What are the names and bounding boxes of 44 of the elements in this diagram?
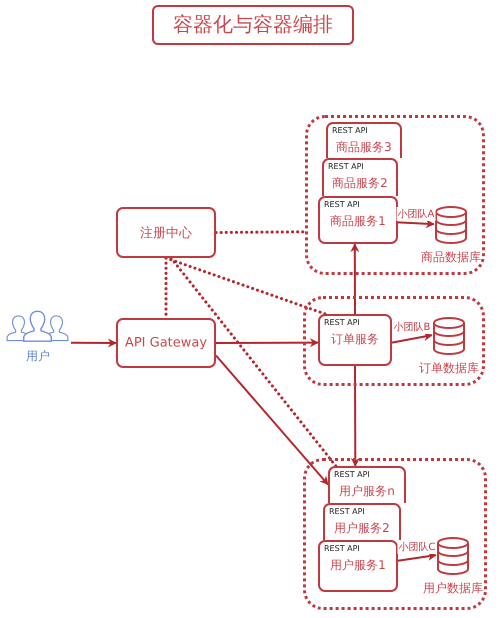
api-label: REST API xyxy=(324,544,360,553)
arrow xyxy=(398,552,437,562)
api-label: REST API xyxy=(324,200,360,209)
arrow xyxy=(392,332,433,344)
service-name: 商品服务1 xyxy=(329,213,387,230)
service-card xyxy=(323,503,401,540)
container-group xyxy=(303,296,485,386)
process-box: 注册中心 xyxy=(116,207,216,258)
service-card xyxy=(326,122,402,158)
service-name: 用户服务n xyxy=(338,483,396,500)
service-card xyxy=(318,314,392,366)
service-name: 用户服务1 xyxy=(329,557,387,574)
process-box: API Gateway xyxy=(116,318,216,368)
edge-label: 小团队A xyxy=(396,207,436,222)
dotted-connector xyxy=(214,230,306,234)
api-label: REST API xyxy=(324,318,360,327)
service-name: 订单服务 xyxy=(330,331,380,348)
arrow xyxy=(216,338,319,348)
user-label: 用户 xyxy=(25,348,51,365)
container-group xyxy=(303,458,487,610)
api-label: REST API xyxy=(329,507,365,516)
arrow xyxy=(350,366,360,467)
arrow xyxy=(215,354,329,486)
container-group xyxy=(305,115,485,275)
edge-label: 小团队B xyxy=(392,320,432,334)
database-label: 订单数据库 xyxy=(418,360,480,377)
arrow xyxy=(398,219,435,228)
api-label: REST API xyxy=(334,470,370,479)
service-card xyxy=(322,158,398,196)
database-label: 用户数据库 xyxy=(422,580,484,597)
dotted-connector xyxy=(170,256,338,468)
service-card xyxy=(318,196,398,244)
service-name: 商品服务3 xyxy=(335,139,393,156)
api-label: REST API xyxy=(328,162,364,171)
service-card xyxy=(328,466,406,503)
edge-label: 小团队C xyxy=(397,540,436,554)
title-box: 容器化与容器编排 xyxy=(152,5,354,45)
service-name: 用户服务2 xyxy=(333,520,391,537)
service-name: 商品服务2 xyxy=(331,175,389,192)
arrow xyxy=(71,338,117,348)
arrow xyxy=(350,243,360,314)
api-label: REST API xyxy=(332,126,368,135)
database-label: 商品数据库 xyxy=(420,249,482,266)
service-card xyxy=(318,540,398,592)
